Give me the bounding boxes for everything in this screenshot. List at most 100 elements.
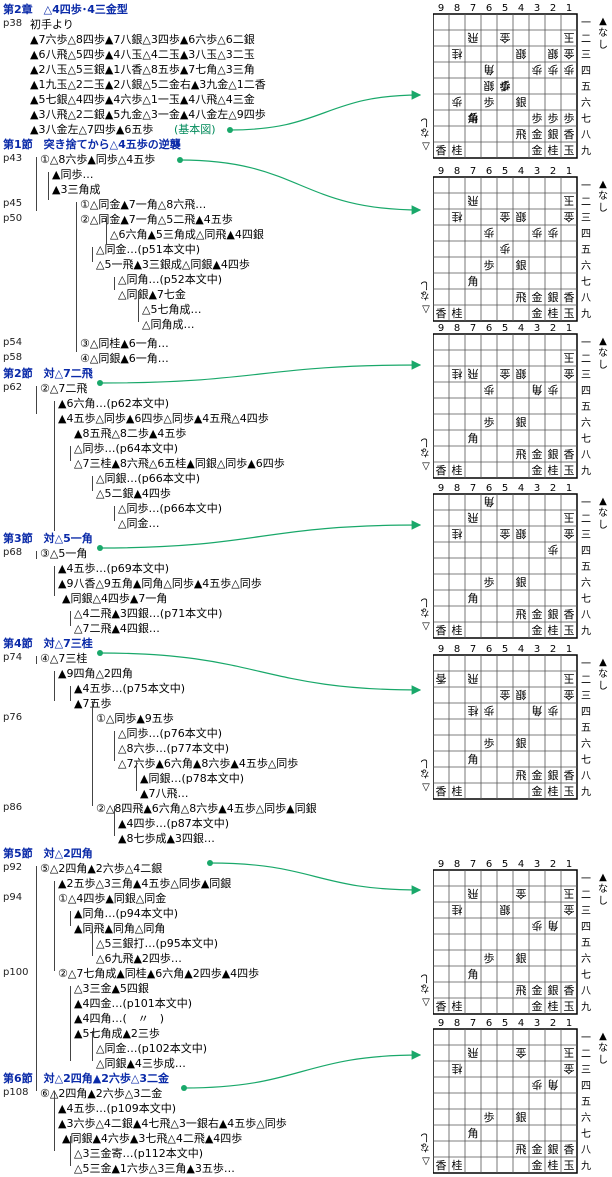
move-line: △5三銀打…(p95本文中) (96, 937, 219, 950)
sente-piece: 金 (532, 999, 543, 1013)
gote-piece: 歩 (532, 63, 543, 77)
tree-connector (48, 187, 49, 200)
move-line: ▲4五歩…(p69本文中) (58, 562, 170, 575)
section-heading: 第1節 突き捨てから△4五歩の逆襲 (3, 138, 181, 151)
section-heading: 第5節 対△2四角 (3, 847, 93, 860)
board-rank-label: 四 (581, 546, 591, 557)
sente-hand-pieces: なし▽ (420, 598, 432, 632)
sente-piece: 玉 (564, 1000, 575, 1013)
link-arrow (209, 862, 422, 895)
gote-piece: 銀 (516, 688, 527, 702)
sente-piece: 桂 (548, 1158, 559, 1172)
board-file-label: 7 (470, 3, 476, 14)
sente-piece: 角 (468, 112, 479, 125)
tree-connector (70, 611, 71, 626)
board-file-label: 9 (438, 859, 444, 870)
hand-none: な し (598, 348, 608, 371)
tree-connector (54, 881, 55, 971)
sente-piece: 桂 (452, 463, 463, 477)
gote-piece: 金 (516, 1046, 527, 1060)
sente-piece: 飛 (516, 291, 527, 304)
board-file-label: 2 (550, 644, 556, 655)
tree-connector (36, 386, 37, 414)
move-line: ▲6八飛△5四歩▲4八玉△4二玉▲3八玉△3二玉 (30, 48, 255, 61)
board-rank-label: 八 (581, 130, 591, 141)
board-file-label: 9 (438, 323, 444, 334)
board-rank-label: 四 (581, 66, 591, 77)
page-reference: p94 (3, 892, 23, 903)
move-line: ▲同銀△4四歩▲7一角 (62, 592, 168, 605)
gote-piece: 桂 (452, 47, 463, 61)
sente-piece: 銀 (516, 575, 527, 589)
board-file-label: 6 (486, 166, 492, 177)
gote-piece: 玉 (564, 351, 575, 364)
board-rank-label: 七 (581, 754, 591, 766)
board-rank-label: 三 (581, 691, 591, 702)
gote-piece: 銀 (516, 210, 527, 224)
move-line: △5二銀▲4四歩 (96, 487, 171, 500)
gote-piece: 桂 (468, 704, 479, 718)
sente-piece: 銀 (548, 290, 559, 304)
move-line: △同金…(p51本文中) (96, 243, 201, 256)
gote-piece: 銀 (516, 527, 527, 541)
gote-piece: 歩 (548, 704, 559, 718)
gote-piece: 歩 (500, 242, 511, 256)
move-line: ▲6六角…(p62本文中) (58, 397, 170, 410)
board-rank-label: 三 (581, 530, 591, 541)
tree-connector (114, 731, 115, 761)
board-rank-label: 七 (581, 593, 591, 605)
sente-triangle-icon: ▲ (599, 872, 607, 883)
page-reference: p100 (3, 967, 29, 978)
sente-piece: 銀 (548, 127, 559, 141)
sente-piece: 銀 (516, 1110, 527, 1124)
board-file-label: 3 (534, 644, 540, 655)
move-line: △同金…(p102本文中) (96, 1042, 208, 1055)
board-rank-label: 一 (581, 659, 591, 670)
sente-piece: 香 (564, 1143, 575, 1156)
sente-piece: 金 (532, 143, 543, 157)
sente-triangle-icon: ▲ (599, 16, 607, 27)
board-rank-label: 六 (581, 738, 591, 750)
gote-piece: 歩 (548, 226, 559, 240)
sente-piece: 香 (436, 464, 447, 477)
board-file-label: 4 (518, 859, 524, 870)
gote-piece: 飛 (468, 672, 479, 685)
board-file-label: 6 (486, 483, 492, 494)
variation-tree: 第2章 △4四歩･4三金型初手より▲7六歩△8四歩▲7八銀△3四歩▲6六歩△6二… (3, 3, 317, 1175)
board-rank-label: 九 (581, 1160, 591, 1172)
sente-piece: 金 (532, 1158, 543, 1172)
move-line: ▲同角…(p94本文中) (74, 907, 179, 920)
board-rank-label: 九 (581, 145, 591, 157)
sente-piece: 香 (436, 307, 447, 320)
hand-none: なし (420, 281, 432, 301)
tree-connector (36, 866, 37, 1091)
sente-piece: 角 (468, 753, 479, 766)
board-rank-label: 八 (581, 1145, 591, 1156)
gote-piece: 銀 (548, 47, 559, 61)
board-file-label: 7 (470, 859, 476, 870)
move-line: △同銀▲4三歩成… (96, 1057, 186, 1070)
board-file-label: 8 (454, 644, 460, 655)
hand-none: なし (420, 759, 432, 779)
sente-piece: 香 (564, 291, 575, 304)
board-file-label: 3 (534, 323, 540, 334)
move-line: △5七角成… (142, 303, 202, 316)
gote-piece: 玉 (564, 31, 575, 44)
gote-piece: 桂 (452, 903, 463, 917)
board-rank-label: 五 (581, 938, 591, 949)
move-line: △6九飛▲2四歩… (96, 952, 182, 965)
board-rank-label: 二 (581, 197, 591, 208)
page-reference: p45 (3, 198, 23, 209)
move-line: ▲4四歩…(p87本文中) (118, 817, 230, 830)
board-file-label: 9 (438, 166, 444, 177)
sente-piece: 歩 (484, 415, 495, 429)
gote-hand-pieces: ▲な し (596, 496, 610, 532)
gote-triangle-icon: ▽ (422, 1156, 430, 1167)
gote-piece: 金 (500, 31, 511, 45)
tree-connector (36, 551, 37, 559)
board-rank-label: 四 (581, 1081, 591, 1092)
move-line: ▲7八飛… (140, 787, 189, 800)
